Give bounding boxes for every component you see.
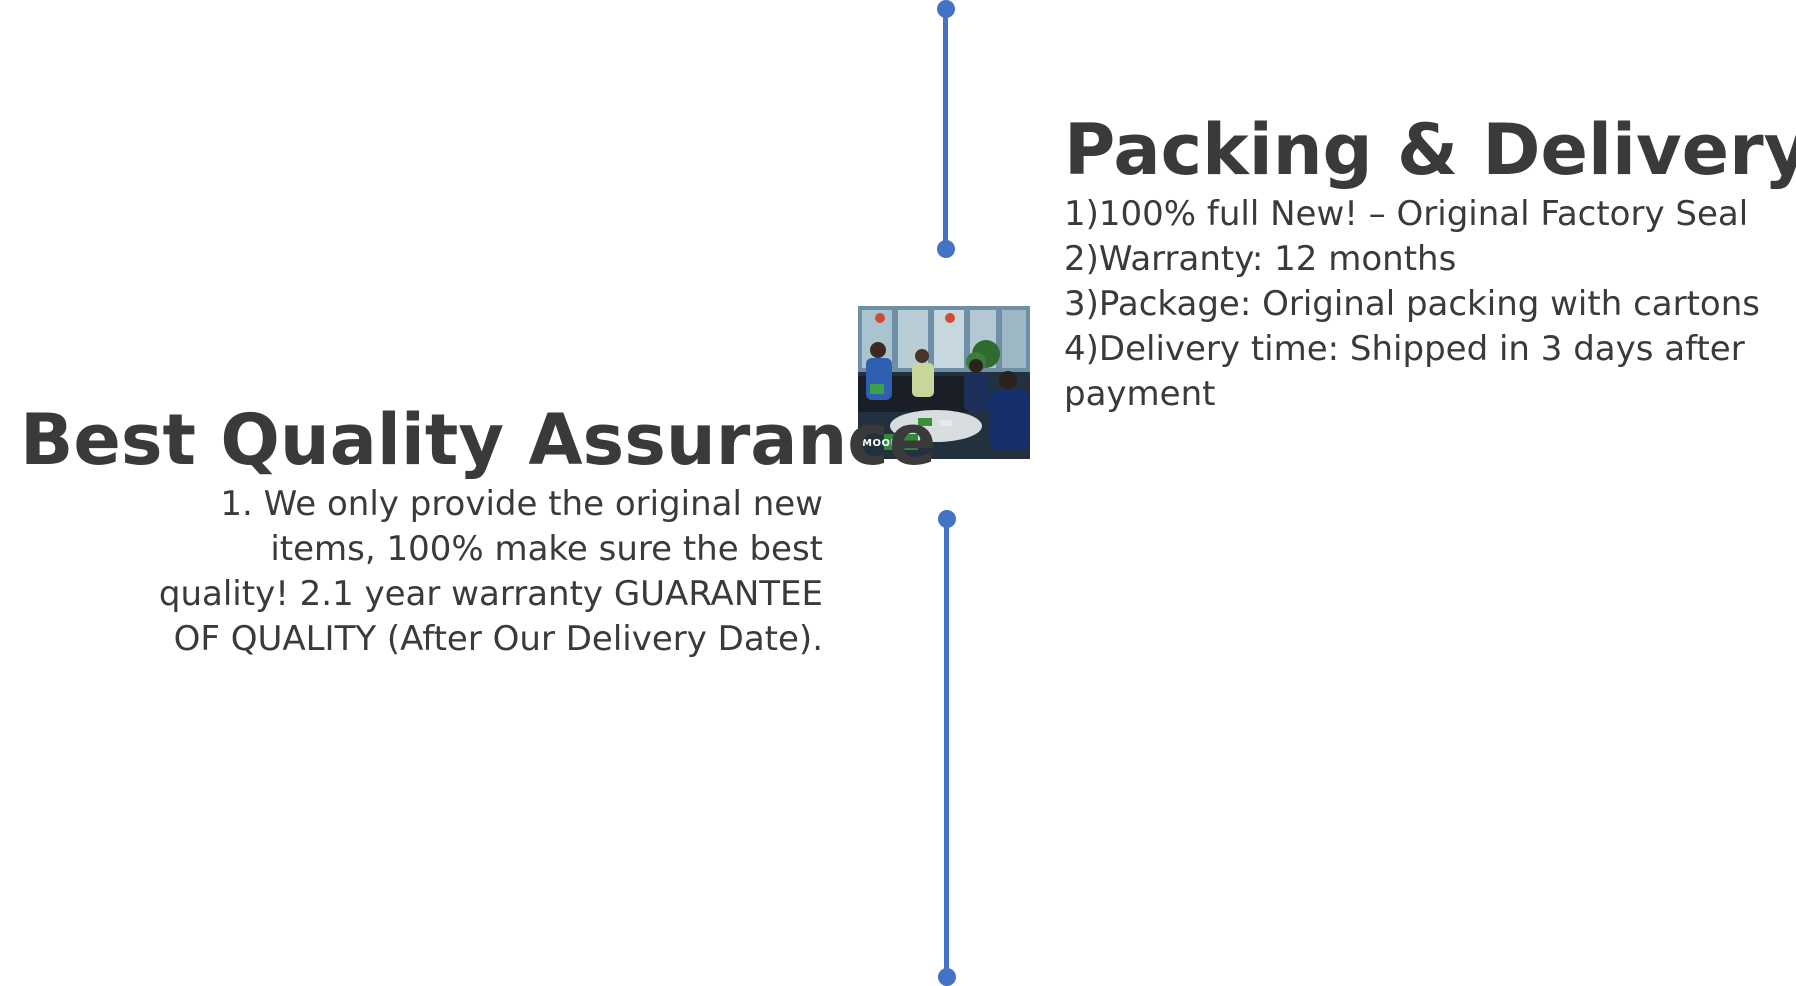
packing-delivery-title: Packing & Delivery — [1064, 109, 1796, 191]
packing-line-2: 2)Warranty: 12 months — [1064, 239, 1457, 279]
photo-logo-text: MOORE — [862, 438, 906, 449]
timeline-top-start-dot — [937, 0, 955, 18]
timeline-bottom-end-dot — [938, 968, 956, 986]
timeline-bottom-start-dot — [938, 510, 956, 528]
quality-assurance-paragraph: 1. We only provide the original new item… — [158, 484, 823, 659]
meeting-photo-illustration — [858, 306, 1030, 459]
packing-line-4: 4)Delivery time: Shipped in 3 days after… — [1064, 329, 1745, 414]
timeline-top-end-dot — [937, 240, 955, 258]
packing-delivery-section: Packing & Delivery 1)100% full New! – Or… — [1064, 108, 1796, 417]
quality-assurance-title: Best Quality Assurance — [20, 399, 937, 481]
timeline-bottom-line — [944, 518, 949, 978]
timeline-top-line — [943, 8, 948, 248]
meeting-photo: MOORE — [858, 306, 1030, 459]
packing-line-3: 3)Package: Original packing with cartons — [1064, 284, 1760, 324]
quality-assurance-section: Best Quality Assurance 1. We only provid… — [20, 398, 937, 662]
packing-line-1: 1)100% full New! – Original Factory Seal — [1064, 194, 1749, 234]
